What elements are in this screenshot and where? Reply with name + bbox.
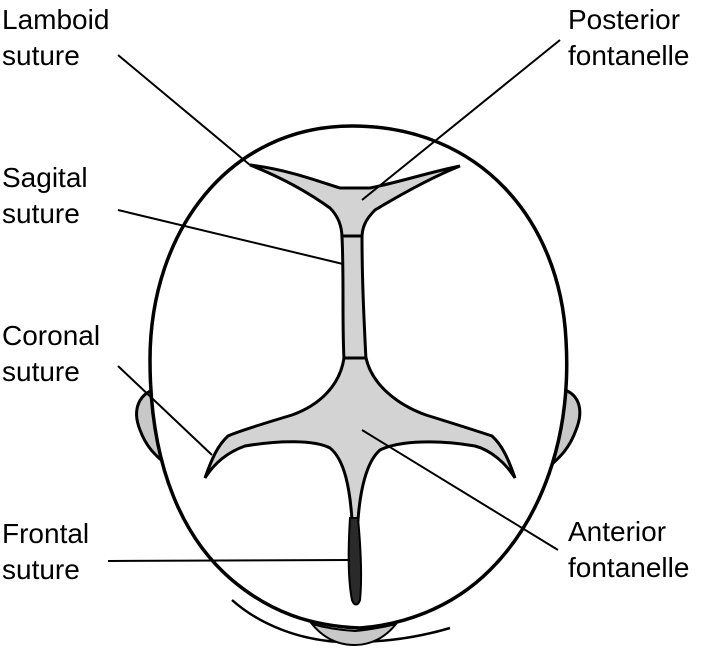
sagittal-suture [340, 234, 368, 362]
leader-lamboid [117, 54, 251, 166]
leader-sagital [117, 209, 344, 265]
nose-tip [309, 622, 399, 647]
posterior-fontanelle [249, 163, 461, 240]
leader-anterior [361, 429, 559, 551]
leader-posterior [361, 39, 561, 201]
leader-coronal [117, 365, 213, 456]
label-sagital-suture: Sagital suture [2, 162, 88, 229]
label-frontal-suture: Frontal suture [2, 518, 90, 585]
leader-frontal [107, 559, 351, 562]
label-posterior-fontanelle: Posterior fontanelle [568, 4, 690, 71]
label-lamboid-suture: Lamboid suture [2, 4, 110, 71]
frontal-suture [347, 517, 363, 606]
label-coronal-suture: Coronal suture [2, 320, 101, 387]
label-anterior-fontanelle: Anterior fontanelle [568, 516, 690, 583]
